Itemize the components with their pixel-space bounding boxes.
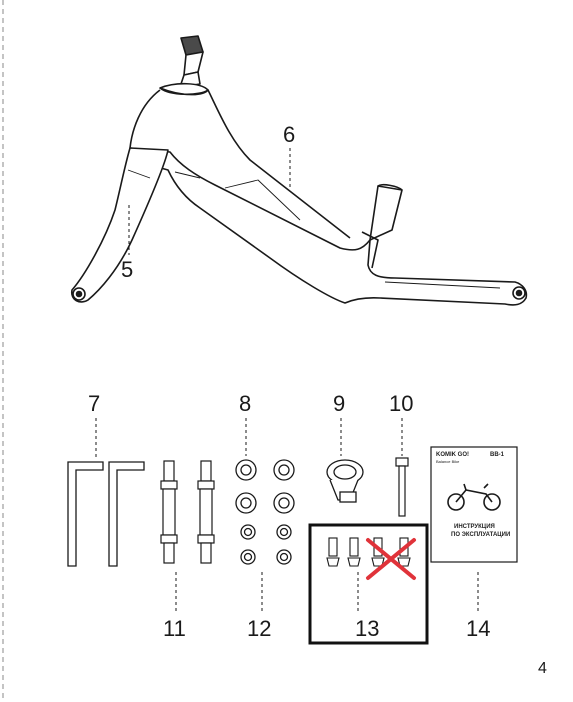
booklet-subtitle: Balance Bike bbox=[436, 459, 460, 464]
axles bbox=[160, 460, 215, 564]
booklet-brand: KOMIK GO! bbox=[436, 452, 469, 458]
label-part-13: 13 bbox=[355, 616, 380, 641]
label-part-10: 10 bbox=[389, 391, 414, 416]
label-part-8: 8 bbox=[239, 391, 252, 416]
label-part-6: 6 bbox=[283, 122, 296, 147]
booklet-title-line2: ПО ЭКСПЛУАТАЦИИ bbox=[451, 532, 511, 538]
highlight-box bbox=[308, 523, 429, 645]
booklet-bike-drawing bbox=[447, 483, 501, 511]
manual-booklet bbox=[430, 446, 518, 563]
long-bolt bbox=[395, 457, 409, 517]
booklet-title-line1: ИНСТРУКЦИЯ bbox=[454, 524, 495, 530]
bearings bbox=[235, 459, 295, 514]
spacer-rings bbox=[240, 524, 292, 565]
label-part-14: 14 bbox=[466, 616, 491, 641]
booklet-model: BB-1 bbox=[490, 452, 505, 458]
cross-out-mark bbox=[366, 538, 416, 580]
label-part-12: 12 bbox=[247, 616, 272, 641]
label-part-11: 11 bbox=[163, 616, 186, 641]
label-part-9: 9 bbox=[333, 391, 346, 416]
label-part-5: 5 bbox=[121, 257, 134, 282]
bike-frame bbox=[70, 35, 528, 306]
page-number: 4 bbox=[538, 660, 547, 677]
label-part-7: 7 bbox=[88, 391, 101, 416]
seat-clamp bbox=[326, 459, 364, 503]
hex-keys bbox=[67, 461, 145, 567]
